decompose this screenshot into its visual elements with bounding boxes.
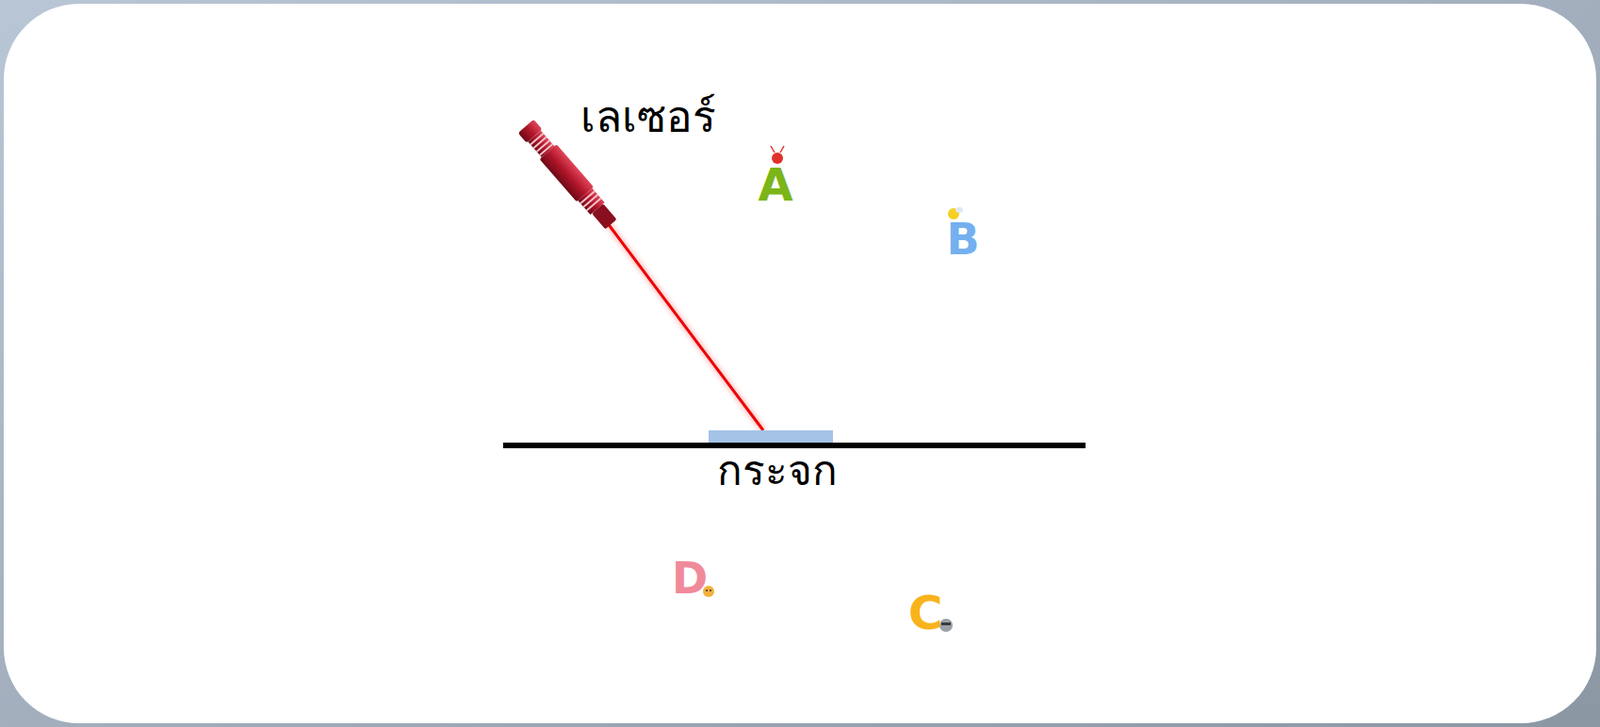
slide-panel [3, 3, 1597, 724]
point-letter: C [908, 587, 944, 640]
laser-label: เลเซอร์ [580, 93, 717, 142]
laser-beam [606, 222, 764, 431]
point-letter: D [671, 555, 708, 604]
point-letter: A [757, 160, 793, 211]
point-letter: B [946, 215, 980, 264]
mirror [708, 430, 833, 443]
mirror-label: กระจก [717, 448, 838, 494]
laser-beam-glow [606, 222, 764, 431]
